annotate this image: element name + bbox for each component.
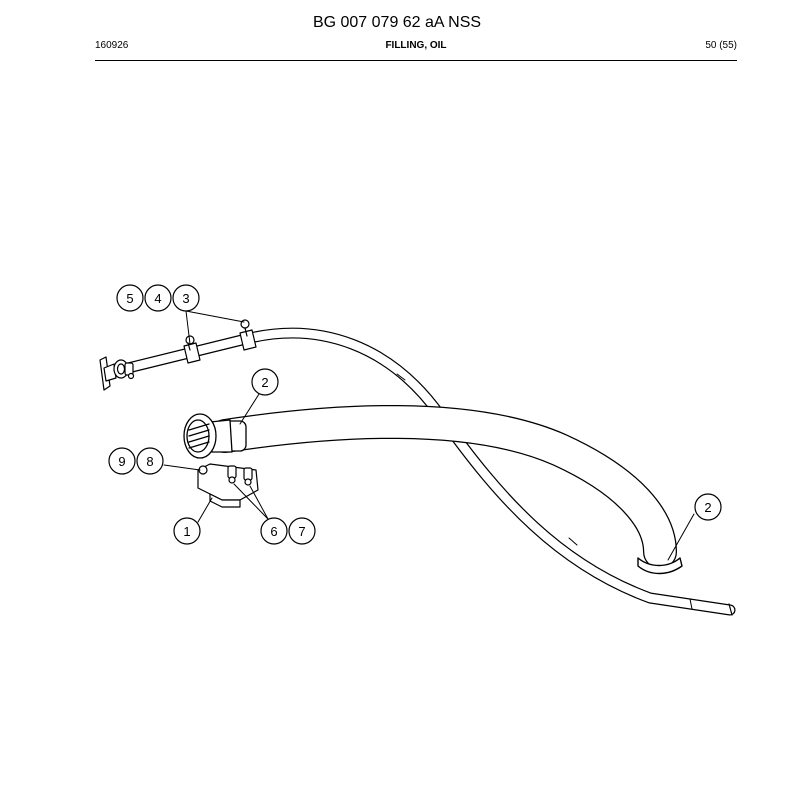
callout-6: 6 [260, 517, 288, 545]
svg-text:8: 8 [146, 454, 153, 469]
header-rule [95, 60, 737, 61]
section-title: FILLING, OIL [385, 40, 447, 51]
filler-neck [183, 413, 247, 459]
callout-8: 8 [136, 447, 164, 475]
date-code: 160926 [95, 40, 129, 51]
hose-clamp-lower [637, 557, 683, 575]
document-number: BG 007 079 62 aA NSS [312, 14, 482, 31]
svg-text:1: 1 [183, 524, 190, 539]
callout-7: 7 [288, 517, 316, 545]
callout-9: 9 [108, 447, 136, 475]
callout-5: 5 [116, 284, 144, 312]
svg-text:6: 6 [270, 524, 277, 539]
svg-text:9: 9 [118, 454, 125, 469]
mounting-bracket [197, 463, 259, 508]
dipstick-handle [99, 356, 135, 391]
filler-hose [208, 404, 677, 569]
callout-4: 4 [144, 284, 172, 312]
svg-text:5: 5 [126, 291, 133, 306]
svg-text:4: 4 [154, 291, 161, 306]
tube-clip-left [183, 335, 201, 364]
callout-1: 1 [173, 517, 201, 545]
page-info: 50 (55) [705, 40, 737, 51]
svg-text:3: 3 [182, 291, 189, 306]
svg-text:7: 7 [298, 524, 305, 539]
callout-2-lower: 2 [694, 493, 722, 521]
callout-3: 3 [172, 284, 200, 312]
callout-2-upper: 2 [251, 368, 279, 396]
svg-text:2: 2 [261, 375, 268, 390]
svg-text:2: 2 [704, 500, 711, 515]
tube-clip-right [239, 319, 257, 351]
leader-lines [163, 310, 695, 561]
